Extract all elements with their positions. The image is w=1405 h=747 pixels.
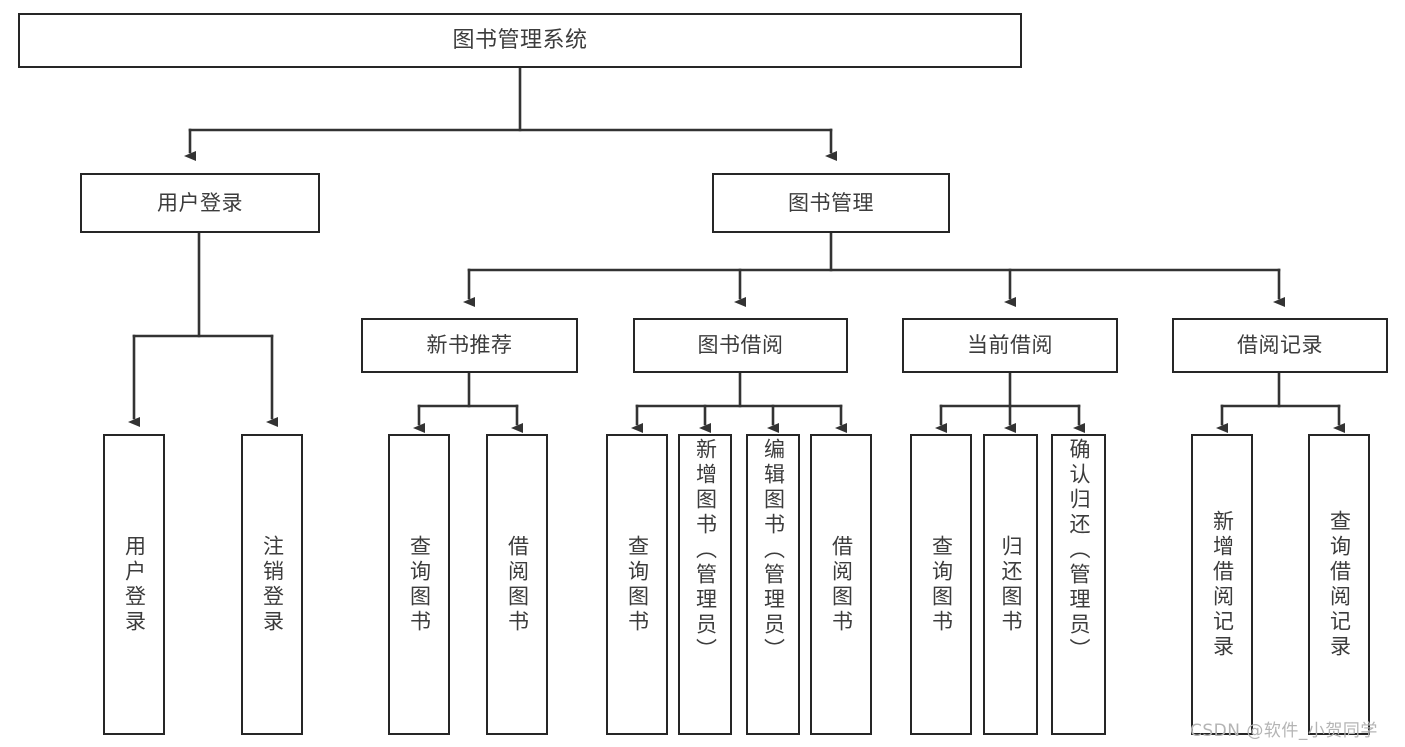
node-user-login-label: 用户登录 bbox=[157, 190, 243, 215]
node-book-borrow[interactable]: 图书借阅 bbox=[633, 318, 848, 373]
node-book-borrow-label: 图书借阅 bbox=[697, 333, 784, 358]
leaf-user-login-label: 用户登录 bbox=[122, 534, 147, 635]
leaf-add-record[interactable]: 新增借阅记录 bbox=[1191, 434, 1253, 735]
node-current-borrow[interactable]: 当前借阅 bbox=[902, 318, 1118, 373]
leaf-confirm-return[interactable]: 确认归还（管理员） bbox=[1051, 434, 1106, 735]
node-new-book-recommend-label: 新书推荐 bbox=[426, 333, 513, 358]
leaf-user-logout[interactable]: 注销登录 bbox=[241, 434, 303, 735]
leaf-query-book-2[interactable]: 查询图书 bbox=[606, 434, 668, 735]
node-root-system[interactable]: 图书管理系统 bbox=[18, 13, 1022, 68]
leaf-borrow-book-2-label: 借阅图书 bbox=[829, 534, 854, 635]
leaf-edit-book-label: 编辑图书（管理员） bbox=[761, 438, 786, 663]
leaf-add-book[interactable]: 新增图书（管理员） bbox=[678, 434, 732, 735]
node-user-login[interactable]: 用户登录 bbox=[80, 173, 320, 233]
node-borrow-record-label: 借阅记录 bbox=[1237, 333, 1323, 358]
leaf-query-book-1[interactable]: 查询图书 bbox=[388, 434, 450, 735]
leaf-query-record[interactable]: 查询借阅记录 bbox=[1308, 434, 1370, 735]
leaf-borrow-book-1-label: 借阅图书 bbox=[505, 534, 530, 635]
leaf-borrow-book-1[interactable]: 借阅图书 bbox=[486, 434, 548, 735]
node-book-management-label: 图书管理 bbox=[788, 190, 874, 215]
node-book-management[interactable]: 图书管理 bbox=[712, 173, 950, 233]
leaf-user-login[interactable]: 用户登录 bbox=[103, 434, 165, 735]
leaf-query-book-3[interactable]: 查询图书 bbox=[910, 434, 972, 735]
node-root-system-label: 图书管理系统 bbox=[452, 27, 588, 53]
leaf-return-book[interactable]: 归还图书 bbox=[983, 434, 1038, 735]
leaf-add-book-label: 新增图书（管理员） bbox=[693, 438, 718, 663]
node-new-book-recommend[interactable]: 新书推荐 bbox=[361, 318, 578, 373]
leaf-query-book-2-label: 查询图书 bbox=[625, 534, 650, 635]
leaf-add-record-label: 新增借阅记录 bbox=[1210, 509, 1235, 660]
leaf-return-book-label: 归还图书 bbox=[999, 534, 1023, 635]
leaf-query-book-3-label: 查询图书 bbox=[929, 534, 954, 635]
node-current-borrow-label: 当前借阅 bbox=[967, 333, 1053, 358]
leaf-query-record-label: 查询借阅记录 bbox=[1327, 509, 1352, 660]
csdn-watermark: CSDN @软件_小贺同学 bbox=[1190, 721, 1378, 741]
leaf-user-logout-label: 注销登录 bbox=[260, 534, 285, 635]
leaf-borrow-book-2[interactable]: 借阅图书 bbox=[810, 434, 872, 735]
leaf-edit-book[interactable]: 编辑图书（管理员） bbox=[746, 434, 800, 735]
node-borrow-record[interactable]: 借阅记录 bbox=[1172, 318, 1388, 373]
leaf-confirm-return-label: 确认归还（管理员） bbox=[1067, 438, 1091, 663]
leaf-query-book-1-label: 查询图书 bbox=[407, 534, 432, 635]
